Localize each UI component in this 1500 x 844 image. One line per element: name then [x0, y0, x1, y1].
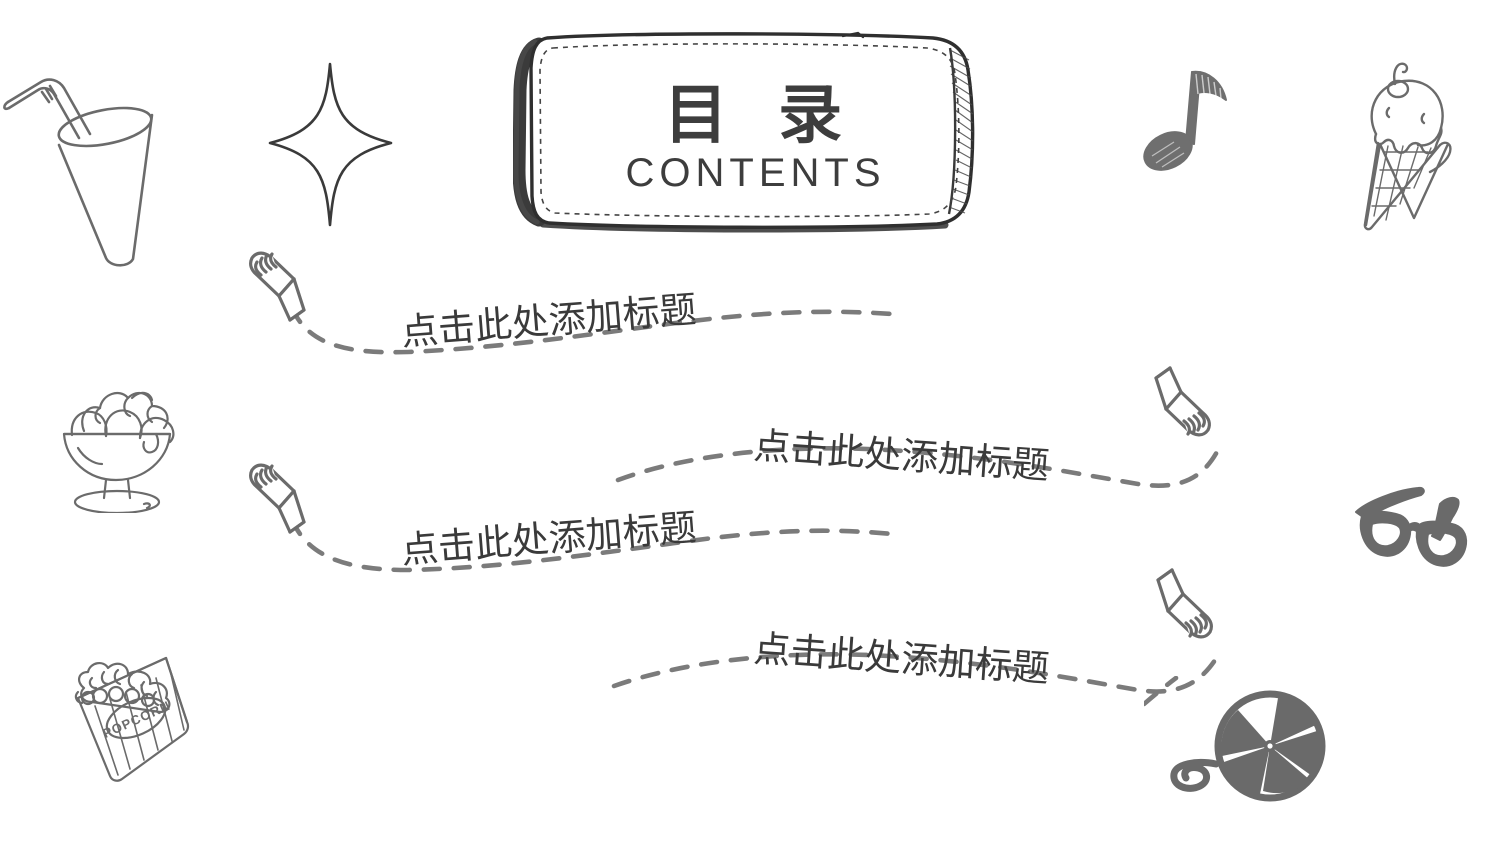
pencil-icon-2 [1154, 366, 1211, 437]
content-row-3[interactable]: 点击此处添加标题 [248, 460, 908, 580]
sundae-icon [48, 368, 198, 513]
content-row-1[interactable]: 点击此处添加标题 [248, 248, 908, 368]
sparkle-icon [268, 62, 393, 227]
glasses-icon [1348, 478, 1488, 578]
music-note-icon [1134, 56, 1254, 181]
pencil-icon-1 [249, 251, 306, 322]
pencil-icon-4 [1156, 568, 1213, 639]
drink-cup-icon [2, 58, 192, 273]
film-reel-icon [1144, 676, 1344, 816]
ice-cream-cone-icon [1348, 48, 1483, 233]
content-row-4[interactable]: 点击此处添加标题 [608, 568, 1268, 698]
content-row-2[interactable]: 点击此处添加标题 [608, 366, 1268, 500]
popcorn-icon: POPCORN [48, 610, 213, 785]
contents-title-card[interactable]: 目 录 CONTENTS [513, 28, 993, 233]
pencil-icon-3 [249, 463, 306, 534]
